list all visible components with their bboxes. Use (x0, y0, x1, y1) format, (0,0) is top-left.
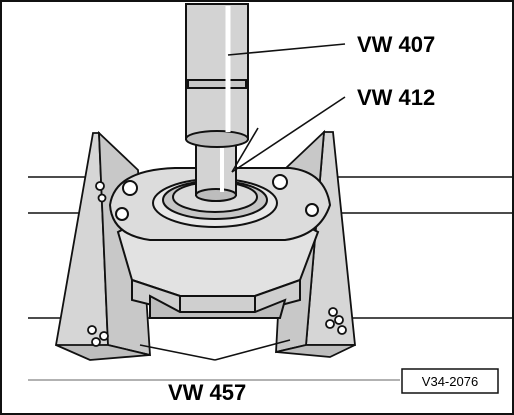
figure-reference-box: V34-2076 (401, 368, 499, 394)
label-vw407: VW 407 (357, 32, 435, 57)
label-vw412: VW 412 (357, 85, 435, 110)
callout-leaders (139, 43, 346, 361)
label-vw457: VW 457 (168, 380, 246, 405)
press-tube-vw407 (185, 3, 249, 148)
leader-vw407 (227, 43, 346, 56)
leader-vw457-left (139, 344, 216, 361)
figure-reference-label: V34-2076 (422, 374, 478, 389)
leader-vw457-right (214, 339, 291, 361)
leader-vw412 (231, 96, 346, 173)
